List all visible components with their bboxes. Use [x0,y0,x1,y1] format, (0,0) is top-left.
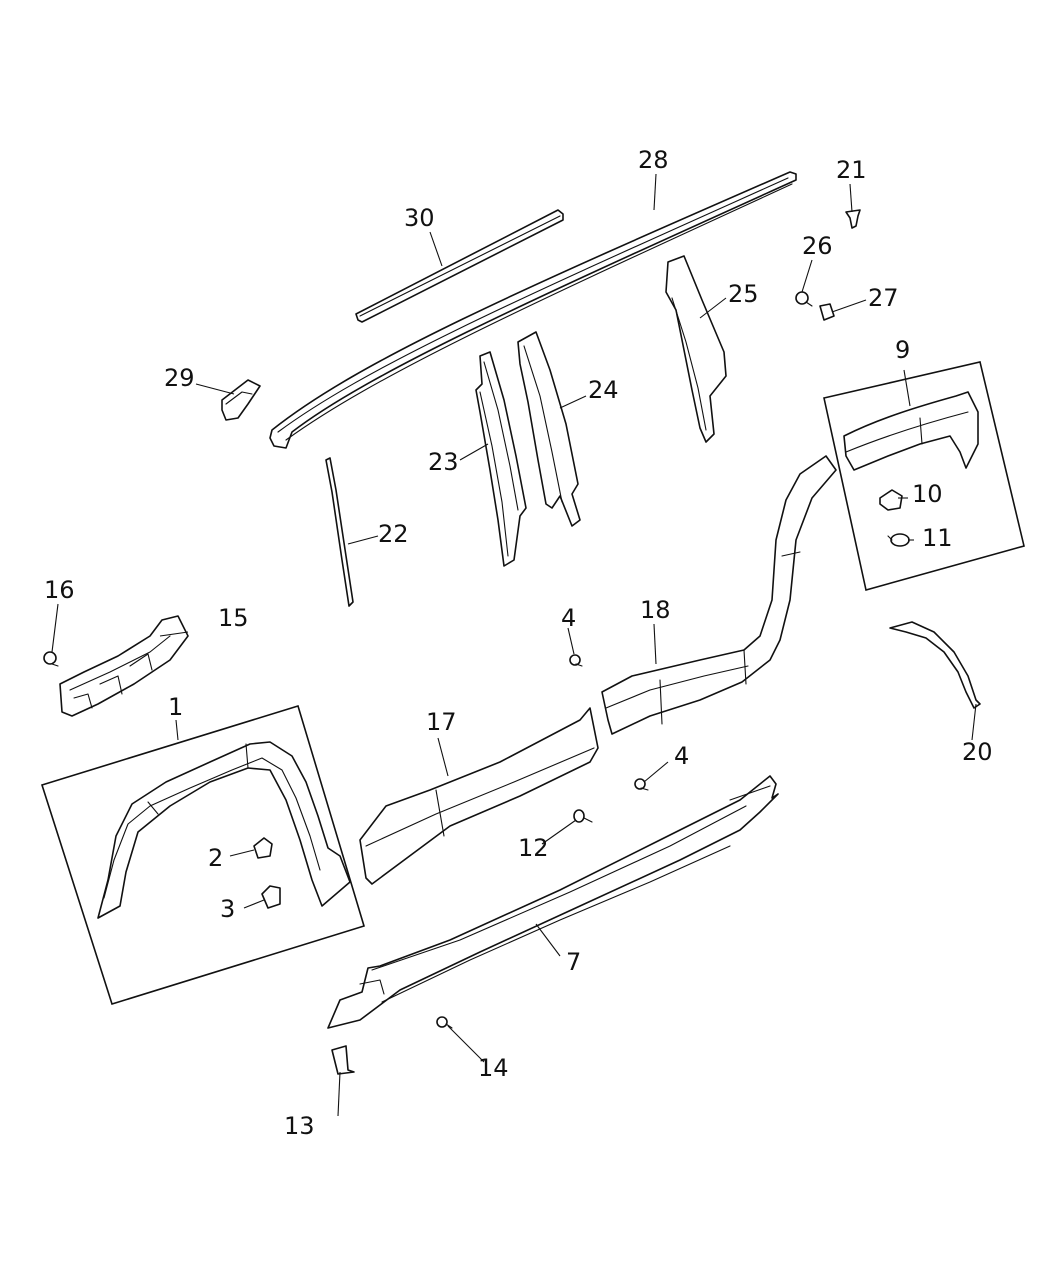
callout-28: 28 [638,146,669,174]
callout-15: 15 [218,604,249,632]
callout-12: 12 [518,834,549,862]
bracket-part-13 [331,1045,355,1075]
rear-door-molding-part-18 [601,455,837,735]
callout-25: 25 [728,280,759,308]
callout-1: 1 [168,693,183,721]
callout-30: 30 [404,204,435,232]
callout-18: 18 [640,596,671,624]
front-wheel-flare-part-1 [97,741,351,919]
d-pillar-applique-part-25 [665,255,727,443]
callout-26: 26 [802,232,833,260]
callout-27: 27 [868,284,899,312]
push-pin-part-12 [573,809,593,823]
c-pillar-applique-part-24 [517,331,581,527]
rocker-molding-part-7 [327,775,779,1029]
callout-3: 3 [220,895,235,923]
nut-part-10 [879,489,903,511]
callout-24: 24 [588,376,619,404]
callout-4-lower: 4 [674,742,689,770]
screw-part-16 [43,651,59,667]
roof-rail-part-28 [269,171,797,449]
clip-part-27 [819,303,835,321]
callout-4-upper: 4 [561,604,576,632]
callout-21: 21 [836,156,867,184]
callout-16: 16 [44,576,75,604]
screw-part-14 [436,1016,453,1029]
callout-box-1 [40,704,365,1005]
front-door-molding-part-17 [359,707,599,885]
bracket-part-15 [59,615,189,717]
clip-part-3 [261,885,281,909]
nut-part-2 [253,837,273,859]
callout-14: 14 [478,1054,509,1082]
push-rivet-part-11 [887,533,910,547]
callout-labels: 1 2 3 4 4 7 9 10 11 12 13 14 15 16 17 18… [44,146,993,1140]
roof-strip-part-30 [355,209,564,323]
callout-9: 9 [895,336,910,364]
b-pillar-applique-part-23 [475,351,527,567]
screw-part-4-upper [569,654,583,667]
leader-lines [51,173,977,1117]
callout-23: 23 [428,448,459,476]
push-pin-part-21 [845,209,861,229]
screw-part-26 [795,291,813,307]
callout-10: 10 [912,480,943,508]
wheel-arch-molding-part-20 [889,621,981,709]
a-pillar-trim-part-22 [325,457,354,607]
screw-part-4-lower [634,778,649,791]
callout-11: 11 [922,524,953,552]
callout-2: 2 [208,844,223,872]
callout-20: 20 [962,738,993,766]
rear-wheel-flare-part-9 [843,391,979,471]
callout-box-9 [823,361,1025,591]
callout-13: 13 [284,1112,315,1140]
end-cap-part-29 [221,379,261,421]
callout-29: 29 [164,364,195,392]
callout-7: 7 [566,948,581,976]
callout-22: 22 [378,520,409,548]
callout-17: 17 [426,708,457,736]
